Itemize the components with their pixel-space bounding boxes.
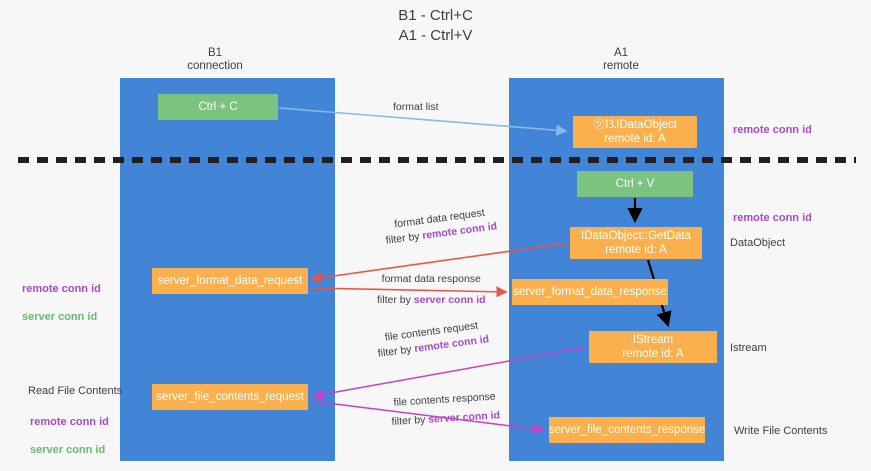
margin-label-conn-ids-bottom: remote conn id server conn id — [30, 401, 109, 471]
node-idataobject-remote[interactable]: ㋡⒔IDataObject remote id: A — [573, 116, 697, 148]
margin-label-remote-conn-id-1: remote conn id — [22, 283, 101, 295]
margin-label-server-conn-id-2: server conn id — [30, 444, 106, 456]
edge-label-file-contents-request: file contents request filter by remote c… — [375, 317, 490, 361]
column-header-a1: A1 remote — [603, 47, 639, 72]
node-ctrl-c[interactable]: Ctrl + C — [158, 94, 278, 120]
node-server-file-contents-response[interactable]: server_file_contents_response — [549, 417, 705, 443]
filter-prefix: filter by — [391, 413, 429, 428]
edge-label-format-data-response: format data response filter by server co… — [377, 272, 486, 308]
node-ctrl-v[interactable]: Ctrl + V — [577, 171, 693, 197]
edge-label-line2: filter by server conn id — [391, 408, 500, 430]
edge-label-line1: file contents response — [393, 390, 496, 409]
column-header-b1: B1 connection — [187, 47, 243, 72]
filter-key-server-conn-id: server conn id — [413, 294, 486, 306]
node-idataobject-getdata[interactable]: IDataObject::GetData remote id: A — [570, 227, 702, 259]
margin-label-read-file-contents: Read File Contents — [28, 385, 123, 397]
margin-label-remote-conn-id-mid: remote conn id — [733, 212, 812, 224]
edge-label-line2: filter by server conn id — [377, 293, 486, 308]
filter-key-server-conn-id: server conn id — [427, 409, 501, 426]
margin-label-istream: Istream — [730, 342, 767, 354]
page-title: B1 - Ctrl+C A1 - Ctrl+V — [398, 7, 473, 44]
edge-label-format-data-request: format data request filter by remote con… — [383, 204, 498, 248]
filter-prefix: filter by — [377, 294, 414, 306]
filter-prefix: filter by — [385, 230, 424, 247]
margin-label-write-file-contents: Write File Contents — [734, 425, 828, 437]
edge-label-file-contents-response: file contents response filter by server … — [390, 389, 500, 430]
margin-label-server-conn-id-1: server conn id — [22, 311, 98, 323]
node-server-file-contents-request[interactable]: server_file_contents_request — [152, 384, 308, 410]
margin-label-remote-conn-id-2: remote conn id — [30, 416, 109, 428]
dashed-separator — [18, 157, 856, 163]
node-istream-remote[interactable]: IStream remote id: A — [589, 331, 717, 363]
filter-prefix: filter by — [377, 343, 416, 360]
edge-label-format-list-text: format list — [393, 101, 439, 113]
node-server-format-data-response[interactable]: server_format_data_response — [512, 279, 668, 305]
edge-label-format-list: format list — [393, 100, 439, 115]
node-server-format-data-request[interactable]: server_format_data_request — [152, 268, 308, 294]
margin-label-conn-ids-top: remote conn id server conn id — [22, 268, 101, 338]
margin-label-remote-conn-id-top: remote conn id — [733, 124, 812, 136]
margin-label-dataobject: DataObject — [730, 237, 786, 249]
edge-label-line1: format data response — [381, 273, 481, 285]
